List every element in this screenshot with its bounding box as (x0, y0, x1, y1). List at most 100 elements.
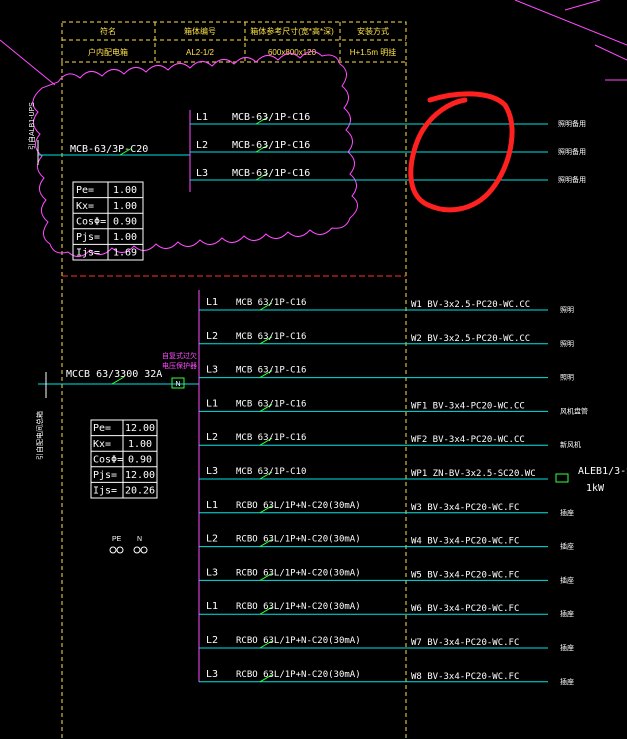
circuit-phase: L1 (206, 297, 218, 308)
main-circuit-row: L3 RCBO 63L/1P+N-C20(30mA) W5 BV-3x4-PC20-… (199, 567, 574, 584)
circuit-use: 照明 (560, 340, 574, 348)
ups-param-name: Pe= (76, 185, 94, 196)
main-param-name: Pjs= (93, 470, 117, 481)
circuit-breaker: MCB-63/1P-C16 (232, 168, 310, 179)
load-power: 1kW (586, 483, 605, 494)
circuit-cable: W6 BV-3x4-PC20-WC.FC (411, 604, 519, 614)
ups-param-value: 1.00 (113, 185, 137, 196)
circuit-phase: L3 (196, 168, 208, 179)
header-val-3: 600x800x120 (268, 48, 317, 57)
circuit-use: 插座 (560, 677, 574, 686)
circuit-phase: L1 (196, 112, 208, 123)
n-terminal-icon (133, 546, 148, 554)
circuit-breaker: MCB 63/1P-C16 (236, 366, 306, 376)
spd-box (171, 377, 185, 389)
main-param-name: Ijs= (93, 486, 117, 497)
circuit-breaker-symbol (259, 539, 273, 548)
circuit-breaker-symbol (259, 437, 273, 446)
main-param-name: Pe= (93, 423, 111, 434)
circuit-cable: WP1 ZN-BV-3x2.5-SC20.WC (411, 469, 536, 479)
spd-label-1: 自复式过欠 (162, 351, 197, 360)
ups-param-value: 1.69 (113, 248, 137, 259)
circuit-breaker: RCBO 63L/1P+N-C20(30mA) (236, 670, 361, 680)
circuit-breaker-symbol (259, 370, 273, 379)
circuit-phase: L2 (206, 331, 218, 342)
revision-cloud (32, 51, 358, 257)
circuit-phase: L2 (206, 635, 218, 646)
circuit-phase: L3 (206, 567, 218, 578)
main-breaker-symbol (111, 376, 125, 385)
circuit-breaker: MCB 63/1P-C16 (236, 433, 306, 443)
circuit-use: 照明备用 (558, 147, 586, 156)
circuit-breaker-symbol (255, 116, 269, 125)
main-param-value: 12.00 (125, 470, 155, 481)
circuit-breaker: RCBO 63L/1P+N-C20(30mA) (236, 501, 361, 511)
circuit-breaker-symbol (259, 505, 273, 514)
ups-param-value: 1.00 (113, 232, 137, 243)
ups-param-name: Kx= (76, 201, 94, 212)
pe-label: PE (112, 536, 122, 543)
circuit-use: 插座 (560, 643, 574, 652)
circuit-phase: L2 (196, 140, 208, 151)
circuit-phase: L3 (206, 365, 218, 376)
circuit-breaker: RCBO 63L/1P+N-C20(30mA) (236, 568, 361, 578)
circuit-breaker-symbol (259, 572, 273, 581)
spd-label-2: 电压保护器 (162, 361, 197, 370)
ups-param-name: CosΦ= (76, 216, 106, 227)
main-circuit-row: L3 MCB 63/1P-C16 照明 (199, 365, 574, 382)
circuit-breaker: RCBO 63L/1P+N-C20(30mA) (236, 535, 361, 545)
spd-box-label: N (175, 381, 180, 388)
pe-terminal-icon (109, 546, 124, 554)
circuit-breaker-symbol (259, 336, 273, 345)
circuit-phase: L1 (206, 601, 218, 612)
ups-main-breaker-symbol (119, 147, 133, 156)
circuit-use: 照明 (560, 374, 574, 382)
circuit-use: 新风机 (560, 440, 581, 449)
circuit-use: 插座 (560, 575, 574, 584)
circuit-use: 照明备用 (558, 119, 586, 128)
n-label: N (137, 536, 142, 543)
load-box-icon (555, 473, 569, 483)
circuit-breaker-symbol (259, 302, 273, 311)
header-val-1: 户内配电箱 (88, 47, 128, 57)
circuit-breaker-symbol (255, 172, 269, 181)
main-circuit-row: L3 RCBO 63L/1P+N-C20(30mA) W8 BV-3x4-PC20-… (199, 669, 574, 686)
circuit-breaker-symbol (255, 144, 269, 153)
circuit-cable: W8 BV-3x4-PC20-WC.FC (411, 672, 519, 682)
construction-lines (0, 0, 627, 86)
circuit-breaker: MCB-63/1P-C16 (232, 112, 310, 123)
header-table: 符名 箱体编号 箱体参考尺寸(宽*高*深) 安装方式 户内配电箱 AL2-1/2… (88, 26, 396, 57)
main-param-value: 0.90 (128, 454, 152, 465)
circuit-breaker-symbol (259, 640, 273, 649)
circuit-cable: W7 BV-3x4-PC20-WC.FC (411, 638, 519, 648)
circuit-cable: WF2 BV-3x4-PC20-WC.CC (411, 435, 525, 445)
circuit-phase: L3 (206, 466, 218, 477)
circuit-breaker: MCB 63/1P-C16 (236, 399, 306, 409)
circuit-breaker: MCB 63/1P-C16 (236, 298, 306, 308)
main-param-value: 1.00 (128, 439, 152, 450)
header-col-3: 箱体参考尺寸(宽*高*深) (250, 26, 334, 36)
main-param-value: 20.26 (125, 486, 155, 497)
main-section: 引自配电间总箱 MCCB 63/3300 32A 自复式过欠 电压保护器 N P… (35, 290, 627, 686)
circuit-use: 插座 (560, 542, 574, 551)
circuit-cable: W5 BV-3x4-PC20-WC.FC (411, 570, 519, 580)
circuit-cable: W4 BV-3x4-PC20-WC.FC (411, 537, 519, 547)
circuit-phase: L1 (206, 398, 218, 409)
ups-circuit-row: L1 MCB-63/1P-C16 照明备用 (190, 112, 586, 128)
circuit-breaker: RCBO 63L/1P+N-C20(30mA) (236, 602, 361, 612)
circuit-phase: L2 (206, 432, 218, 443)
circuit-phase: L3 (206, 669, 218, 680)
ups-main-breaker: MCB-63/3P-C20 (70, 144, 148, 155)
main-param-value: 12.00 (125, 423, 155, 434)
circuit-breaker-symbol (259, 471, 273, 480)
circuit-breaker: MCB 63/1P-C16 (236, 332, 306, 342)
main-param-name: Kx= (93, 439, 111, 450)
circuit-breaker: MCB-63/1P-C16 (232, 140, 310, 151)
panel-frame (61, 21, 407, 739)
main-param-name: CosΦ= (93, 454, 123, 465)
